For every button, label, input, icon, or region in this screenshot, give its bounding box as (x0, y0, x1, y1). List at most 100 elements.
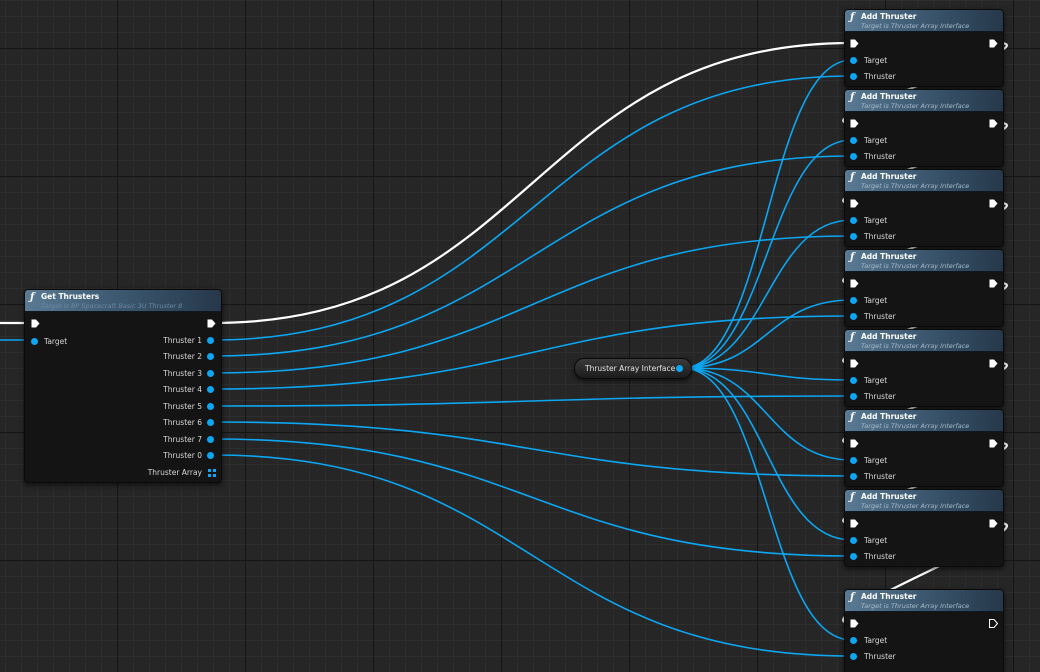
thruster-output-pin-icon-2[interactable] (207, 353, 214, 360)
target-label: Target (864, 56, 888, 65)
get-thrusters-header[interactable]: ƒ Get Thrusters Target is BP Spacecraft … (25, 290, 221, 312)
add-thruster-title: Add Thruster (861, 412, 917, 421)
add-thruster-subtitle: Target is Thruster Array Interface (861, 22, 970, 30)
exec-out-pin-icon[interactable] (989, 39, 998, 48)
exec-out-pin-icon[interactable] (989, 199, 998, 208)
exec-out-pin-icon[interactable] (989, 439, 998, 448)
thruster-array-output-label: Thruster Array (147, 468, 202, 477)
variable-to-target-wire (681, 139, 853, 369)
target-pin-icon[interactable] (850, 457, 857, 464)
variable-label: Thruster Array Interface (585, 364, 676, 373)
add-thruster-subtitle: Target is Thruster Array Interface (861, 342, 970, 350)
exec-out-pin-icon[interactable] (989, 359, 998, 368)
thruster-output-label-3: Thruster 3 (163, 369, 202, 378)
thruster-pin-icon[interactable] (850, 73, 857, 80)
thruster-label: Thruster (864, 652, 896, 661)
add-thruster-title: Add Thruster (861, 92, 917, 101)
add-thruster-title: Add Thruster (861, 592, 917, 601)
exec-in-pin-icon[interactable] (850, 199, 859, 208)
target-pin-icon[interactable] (850, 537, 857, 544)
exec-in-pin-icon[interactable] (850, 619, 859, 628)
thruster-pin-icon[interactable] (850, 313, 857, 320)
thruster-array-interface-variable[interactable]: Thruster Array Interface (574, 358, 692, 379)
exec-out-pin-icon[interactable] (989, 519, 998, 528)
array-pin-icon[interactable] (208, 469, 216, 477)
exec-out-pin-icon[interactable] (989, 619, 998, 628)
target-pin-icon[interactable] (850, 57, 857, 64)
thruster-output-pin-icon-6[interactable] (207, 419, 214, 426)
get-thrusters-subtitle: Target is BP Spacecraft Basic 3U Thruste… (41, 302, 183, 310)
target-label: Target (864, 636, 888, 645)
target-pin-icon[interactable] (850, 297, 857, 304)
exec-in-pin-icon[interactable] (850, 439, 859, 448)
variable-to-target-wire (681, 299, 853, 369)
add-thruster-title: Add Thruster (861, 172, 917, 181)
thruster-output-label-1: Thruster 1 (163, 336, 202, 345)
exec-wire-main (212, 41, 853, 325)
thruster-label: Thruster (864, 472, 896, 481)
thruster-output-wire (212, 421, 853, 477)
exec-out-pin-icon[interactable] (989, 279, 998, 288)
exec-in-pin-icon[interactable] (31, 319, 40, 328)
thruster-output-pin-icon-4[interactable] (207, 386, 214, 393)
thruster-pin-icon[interactable] (850, 393, 857, 400)
thruster-output-pin-icon-5[interactable] (207, 403, 214, 410)
target-input-pin-icon[interactable] (31, 338, 38, 345)
exec-in-pin-icon[interactable] (850, 359, 859, 368)
exec-out-pin-icon[interactable] (207, 319, 216, 328)
thruster-label: Thruster (864, 392, 896, 401)
add-thruster-title: Add Thruster (861, 332, 917, 341)
exec-in-pin-icon[interactable] (850, 119, 859, 128)
target-pin-icon[interactable] (850, 137, 857, 144)
target-pin-icon[interactable] (850, 637, 857, 644)
exec-in-pin-icon[interactable] (850, 519, 859, 528)
thruster-output-pin-icon-7[interactable] (207, 436, 214, 443)
target-pin-icon[interactable] (850, 377, 857, 384)
function-icon: ƒ (850, 252, 855, 263)
target-label: Target (864, 136, 888, 145)
variable-output-pin-icon[interactable] (676, 365, 683, 372)
thruster-output-label-4: Thruster 4 (163, 385, 202, 394)
thruster-pin-icon[interactable] (850, 653, 857, 660)
exec-out-pin-icon[interactable] (989, 119, 998, 128)
variable-to-target-wire (681, 367, 853, 541)
add-thruster-title: Add Thruster (861, 12, 917, 21)
add-thruster-title: Add Thruster (861, 492, 917, 501)
variable-to-target-wire (681, 219, 853, 369)
thruster-output-pin-icon-8[interactable] (207, 452, 214, 459)
thruster-pin-icon[interactable] (850, 153, 857, 160)
exec-in-pin-icon[interactable] (850, 39, 859, 48)
thruster-pin-icon[interactable] (850, 233, 857, 240)
thruster-pin-icon[interactable] (850, 473, 857, 480)
target-pin-icon[interactable] (850, 217, 857, 224)
add-thruster-subtitle: Target is Thruster Array Interface (861, 182, 970, 190)
function-icon: ƒ (30, 292, 35, 303)
target-label: Target (864, 536, 888, 545)
target-input-label: Target (44, 337, 68, 346)
exec-in-pin-icon[interactable] (850, 279, 859, 288)
get-thrusters-node[interactable]: ƒ Get Thrusters Target is BP Spacecraft … (24, 289, 222, 483)
thruster-output-label-2: Thruster 2 (163, 352, 202, 361)
thruster-pin-icon[interactable] (850, 553, 857, 560)
thruster-output-pin-icon-3[interactable] (207, 370, 214, 377)
thruster-output-pin-icon-1[interactable] (207, 337, 214, 344)
function-icon: ƒ (850, 12, 855, 23)
thruster-label: Thruster (864, 552, 896, 561)
